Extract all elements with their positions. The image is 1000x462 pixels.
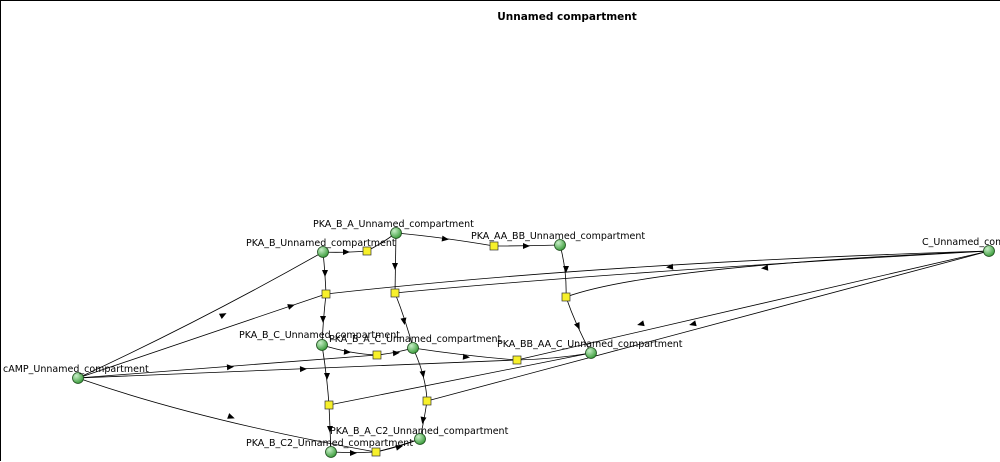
edge-arrowhead xyxy=(523,243,530,249)
edge-arrowhead xyxy=(327,426,333,433)
species-label: PKA_B_C_Unnamed_compartment xyxy=(239,330,400,341)
edge-arrowhead xyxy=(574,322,580,330)
reaction-edge xyxy=(516,352,592,361)
reaction-edge xyxy=(565,250,990,298)
reaction-process-node[interactable] xyxy=(362,246,372,256)
edge-arrowhead xyxy=(420,416,427,424)
edge-arrowhead xyxy=(227,413,235,419)
reaction-process-node[interactable] xyxy=(390,288,400,298)
species-node[interactable] xyxy=(414,433,426,445)
edge-arrowhead xyxy=(343,348,351,355)
edge-arrowhead xyxy=(563,266,569,273)
species-node[interactable] xyxy=(316,339,328,351)
species-label: PKA_B_Unnamed_compartment xyxy=(246,238,396,249)
edge-arrowhead xyxy=(226,364,234,371)
species-node[interactable] xyxy=(407,342,419,354)
edge-arrowhead xyxy=(689,320,697,327)
edge-arrowhead xyxy=(761,264,769,271)
edge-arrowhead xyxy=(441,235,449,242)
species-label: PKA_AA_BB_Unnamed_compartment xyxy=(471,231,645,242)
edge-arrowhead xyxy=(666,263,674,270)
species-node[interactable] xyxy=(983,245,995,257)
species-label: PKA_B_A_C_Unnamed_compartment xyxy=(329,334,502,345)
edge-arrowhead xyxy=(324,373,330,380)
species-label: cAMP_Unnamed_compartment xyxy=(3,364,149,375)
edge-arrowhead xyxy=(287,304,295,310)
reaction-process-node[interactable] xyxy=(324,400,334,410)
edge-arrowhead xyxy=(462,353,470,360)
species-label: C_Unnamed_compartment xyxy=(922,237,1000,248)
reaction-edge xyxy=(516,250,990,361)
species-node[interactable] xyxy=(72,372,84,384)
edge-arrowhead xyxy=(322,270,328,277)
edge-arrowhead xyxy=(350,450,357,456)
reaction-edge xyxy=(77,293,327,379)
edge-arrowhead xyxy=(392,263,398,270)
reaction-edge xyxy=(328,352,592,406)
edge-arrowhead xyxy=(419,370,426,378)
edge-arrowhead xyxy=(392,350,400,357)
edge-arrowhead xyxy=(637,320,645,327)
edge-arrowhead xyxy=(299,366,307,373)
edge-arrowhead xyxy=(395,444,403,451)
reaction-process-node[interactable] xyxy=(512,355,522,365)
edge-arrowhead xyxy=(343,249,350,255)
reaction-edge xyxy=(321,344,378,356)
edge-arrowhead xyxy=(400,317,407,325)
species-label: PKA_B_C2_Unnamed_compartment xyxy=(246,438,413,449)
reaction-edge xyxy=(77,251,324,379)
species-label: PKA_B_A_Unnamed_compartment xyxy=(313,219,474,230)
reaction-edge xyxy=(394,250,990,294)
edge-arrowhead xyxy=(320,316,326,323)
compartment-title: Unnamed compartment xyxy=(497,11,637,23)
species-node[interactable] xyxy=(554,239,566,251)
reaction-process-node[interactable] xyxy=(372,350,382,360)
species-node[interactable] xyxy=(317,246,329,258)
species-label: PKA_B_A_C2_Unnamed_compartment xyxy=(330,426,509,437)
reaction-edge xyxy=(412,347,428,402)
species-node[interactable] xyxy=(585,347,597,359)
reaction-process-node[interactable] xyxy=(371,447,381,457)
reaction-edge xyxy=(325,250,990,295)
species-node[interactable] xyxy=(390,227,402,239)
reaction-process-node[interactable] xyxy=(422,396,432,406)
reaction-edge xyxy=(77,377,377,453)
reaction-process-node[interactable] xyxy=(321,289,331,299)
species-label: PKA_BB_AA_C_Unnamed_compartment xyxy=(497,339,683,350)
reaction-process-node[interactable] xyxy=(489,241,499,251)
species-node[interactable] xyxy=(325,446,337,458)
edge-arrowhead xyxy=(218,313,227,320)
reaction-edge xyxy=(426,250,990,402)
reaction-process-node[interactable] xyxy=(561,292,571,302)
